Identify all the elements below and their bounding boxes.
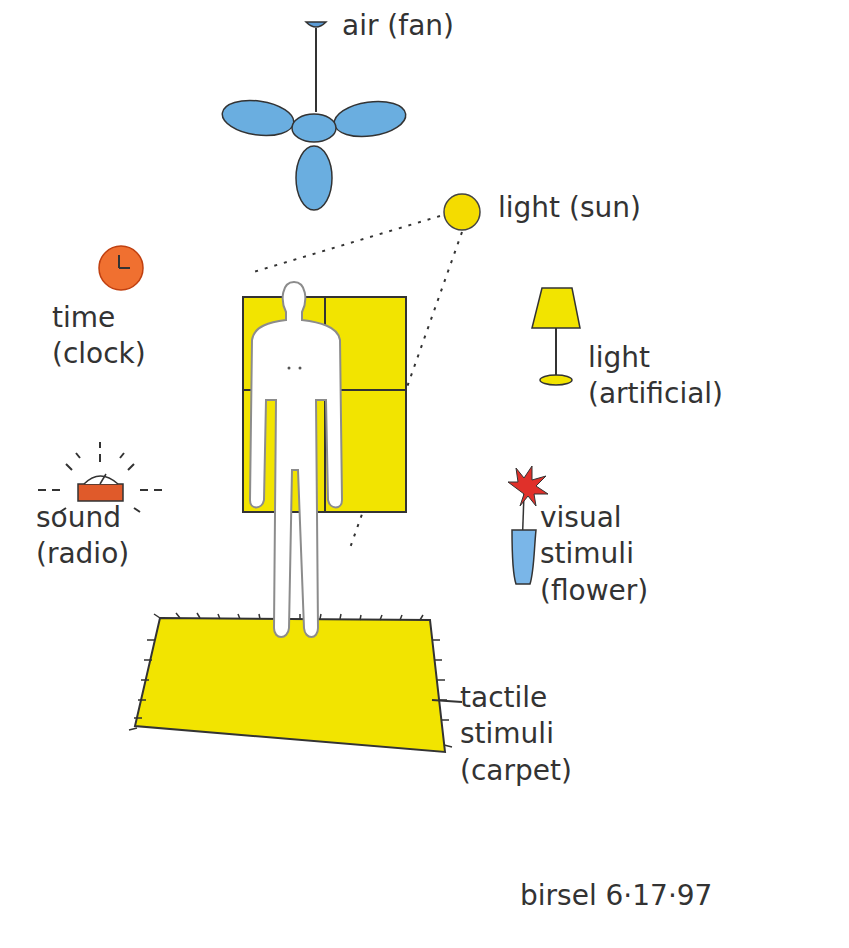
carpet (129, 613, 462, 752)
stimulus-label: air (fan) (342, 8, 542, 44)
ceiling-fan (220, 22, 408, 210)
stimulus-label: sound (radio) (36, 500, 166, 573)
human-figure (250, 282, 342, 637)
signature: birsel 6·17·97 (520, 878, 780, 914)
stimulus-label: tactile stimuli (carpet) (460, 680, 600, 789)
clock (99, 246, 143, 290)
lamp (532, 288, 580, 385)
stimulus-label: time (clock) (52, 300, 172, 373)
stimulus-label: light (artificial) (588, 340, 778, 413)
stimulus-label: light (sun) (498, 190, 718, 226)
stimulus-label: visual stimuli (flower) (540, 500, 680, 609)
